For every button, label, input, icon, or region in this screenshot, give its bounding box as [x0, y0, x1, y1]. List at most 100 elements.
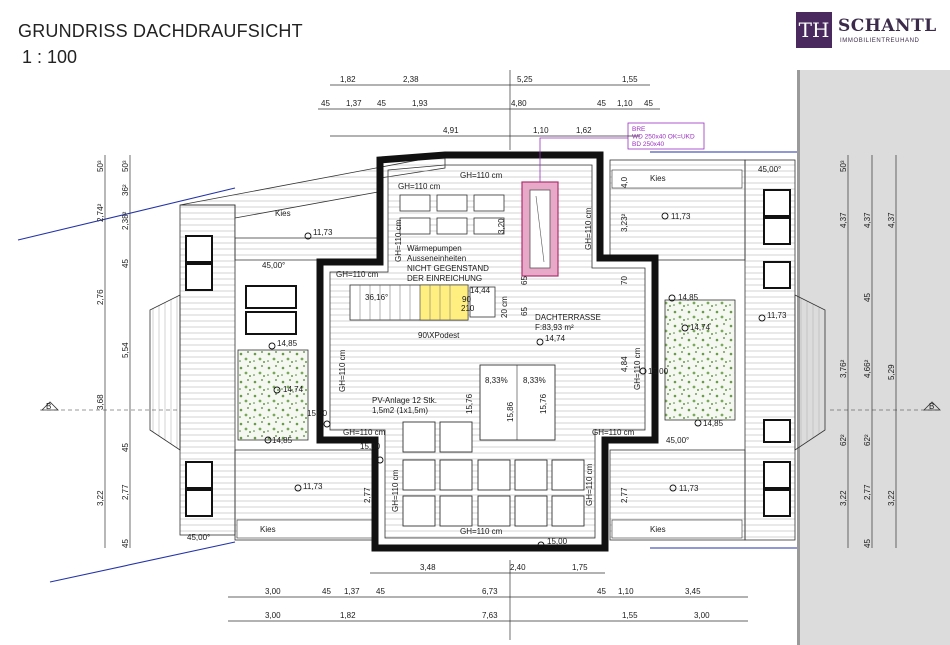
inner-dimension: 2,77 — [620, 487, 629, 503]
dim-right: 50³ — [839, 160, 848, 172]
left-dormer — [149, 294, 181, 451]
pv-label: PV-Anlage 12 Stk. — [372, 396, 437, 405]
dim-bottom: 3,00 — [694, 611, 710, 620]
dimension-lines-bottom — [228, 560, 748, 640]
dim-right: 5,29 — [887, 364, 896, 380]
dim-top: 1,37 — [346, 99, 362, 108]
heat-pump-note: Wärmepumpen — [407, 244, 462, 253]
section-label-left: B — [46, 402, 51, 411]
dim-right: 2,77 — [863, 484, 872, 500]
stair-length: 210 — [461, 304, 475, 313]
stair-highlight — [419, 284, 469, 321]
inner-dimension: 65 — [520, 276, 529, 285]
dim-bottom: 45 — [376, 587, 385, 596]
section-marker-right — [830, 401, 941, 411]
dim-left: 2,74² — [96, 203, 105, 222]
dim-top: 45 — [321, 99, 330, 108]
level-value: 15,86 — [506, 401, 515, 422]
slope-label: 8,33% — [523, 376, 546, 385]
dim-top: 1,10 — [617, 99, 633, 108]
dim-right: 3,22 — [887, 490, 896, 506]
gh-label: GH=110 cm — [394, 219, 403, 262]
level-value: 15,00 — [360, 442, 381, 451]
section-marker-left — [40, 401, 178, 411]
logo-subtitle: IMMOBILIENTREUHAND — [840, 38, 920, 44]
heat-pump-note: Ausseneinheiten — [407, 254, 466, 263]
section-label-right: B — [929, 402, 934, 411]
dim-top: 4,80 — [511, 99, 527, 108]
dim-bottom: 3,00 — [265, 611, 281, 620]
level-value: 15,00 — [547, 537, 568, 546]
dim-bottom: 1,10 — [618, 587, 634, 596]
dim-bottom: 3,00 — [265, 587, 281, 596]
gh-label: GH=110 cm — [585, 463, 594, 506]
dim-top: 2,38 — [403, 75, 419, 84]
dim-bottom: 7,63 — [482, 611, 498, 620]
roof-edge-line — [17, 187, 236, 241]
stair-treads — [359, 285, 451, 320]
dim-top: 1,55 — [622, 75, 638, 84]
level-value: 11,73 — [671, 212, 691, 221]
angle-label: 45,00° — [666, 436, 689, 445]
dim-right: 62² — [839, 434, 848, 446]
stair-angle: 36,16° — [365, 293, 388, 302]
dim-top: 45 — [597, 99, 606, 108]
pv-size: 1,5m2 (1x1,5m) — [372, 406, 428, 415]
dim-bottom: 2,40 — [510, 563, 526, 572]
gh-label: GH=110 cm — [343, 428, 386, 437]
dim-bottom: 3,45 — [685, 587, 701, 596]
level-value: 11,73 — [303, 482, 323, 491]
dim-left: 36² — [121, 184, 130, 196]
inner-dimension: 2,77 — [363, 487, 372, 503]
kies-label: Kies — [275, 209, 291, 218]
podest-label: 90\XPodest — [418, 331, 460, 340]
kies-label: Kies — [650, 525, 666, 534]
dim-right: 3,22 — [839, 490, 848, 506]
level-value: 15,00 — [648, 367, 669, 376]
annotation-box — [627, 122, 705, 150]
dim-left: 45 — [121, 539, 130, 548]
level-value: 14,74 — [283, 385, 304, 394]
inner-dimension: 70 — [620, 276, 629, 285]
gh-label: GH=110 cm — [336, 270, 379, 279]
courtyard-right — [664, 299, 736, 421]
dim-top: 45 — [377, 99, 386, 108]
gh-label: GH=110 cm — [460, 527, 503, 536]
dim-left: 2,38² — [121, 211, 130, 230]
courtyard-left — [237, 349, 309, 441]
dim-left: 50³ — [96, 160, 105, 172]
dim-left: 50³ — [121, 160, 130, 172]
gh-label: GH=110 cm — [633, 347, 642, 390]
logo-name: SCHANTL — [838, 16, 937, 36]
gh-label: GH=110 cm — [398, 182, 441, 191]
dim-bottom: 1,82 — [340, 611, 356, 620]
level-value: 15,00 — [307, 409, 328, 418]
roof-edge-line — [49, 541, 236, 583]
angle-label: 45,00° — [187, 533, 210, 542]
skylight-windows — [185, 189, 791, 517]
inner-dimension: 3,20 — [497, 218, 506, 234]
dim-right: 4,37 — [839, 212, 848, 228]
kies-label: Kies — [650, 174, 666, 183]
gh-label: GH=110 cm — [391, 469, 400, 512]
dim-right: 4,66² — [863, 359, 872, 378]
dim-top: 4,91 — [443, 126, 459, 135]
dimension-lines-top — [318, 70, 660, 150]
level-markers — [264, 212, 766, 549]
company-logo: TH SCHANTL IMMOBILIENTREUHAND — [796, 12, 946, 52]
level-value: 11,73 — [313, 228, 333, 237]
dim-left: 3,68 — [96, 394, 105, 410]
gh-label: GH=110 cm — [592, 428, 635, 437]
level-value: 14,85 — [678, 293, 699, 302]
annotation-line-3: BD 250x40 — [632, 141, 665, 148]
stair-width: 90 — [462, 295, 471, 304]
level-value: 11,73 — [679, 484, 699, 493]
level-value: 14,74 — [545, 334, 566, 343]
dim-top: 1,10 — [533, 126, 549, 135]
annotation-line-1: BRE — [632, 126, 646, 133]
dim-top: 1,93 — [412, 99, 428, 108]
dim-top: 5,25 — [517, 75, 533, 84]
dim-left: 45 — [121, 443, 130, 452]
terrace-label: DACHTERRASSE — [535, 313, 601, 322]
level-value: 15,76 — [465, 393, 474, 414]
